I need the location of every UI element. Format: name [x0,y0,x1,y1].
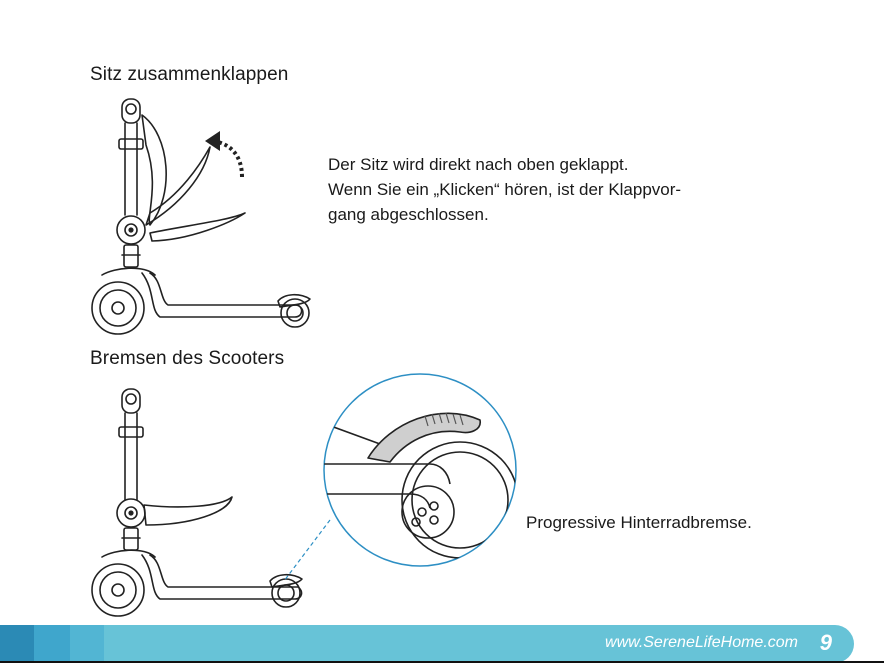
heading-brake: Bremsen des Scooters [90,348,284,370]
fold-seat-description: Der Sitz wird direkt nach oben geklappt.… [328,152,788,227]
description-line: Der Sitz wird direkt nach oben geklappt. [328,152,788,177]
description-line: Wenn Sie ein „Klicken“ hören, ist der Kl… [328,177,788,202]
footer-block [34,625,70,663]
footer-block [0,625,34,663]
footer-block [70,625,104,663]
curved-up-arrow-icon [205,131,242,177]
page-number: 9 [820,630,832,656]
heading-fold-seat: Sitz zusammenklappen [90,64,288,86]
footer-url: www.SereneLifeHome.com [605,634,798,652]
description-line: gang abgeschlossen. [328,202,788,227]
footer-bar: www.SereneLifeHome.com 9 [0,625,884,663]
brake-caption: Progressive Hinterradbremse. [526,513,752,533]
rear-brake-zoom-illustration [310,372,525,572]
zoom-connector-line [282,518,332,583]
scooter-seat-fold-illustration [80,95,320,340]
